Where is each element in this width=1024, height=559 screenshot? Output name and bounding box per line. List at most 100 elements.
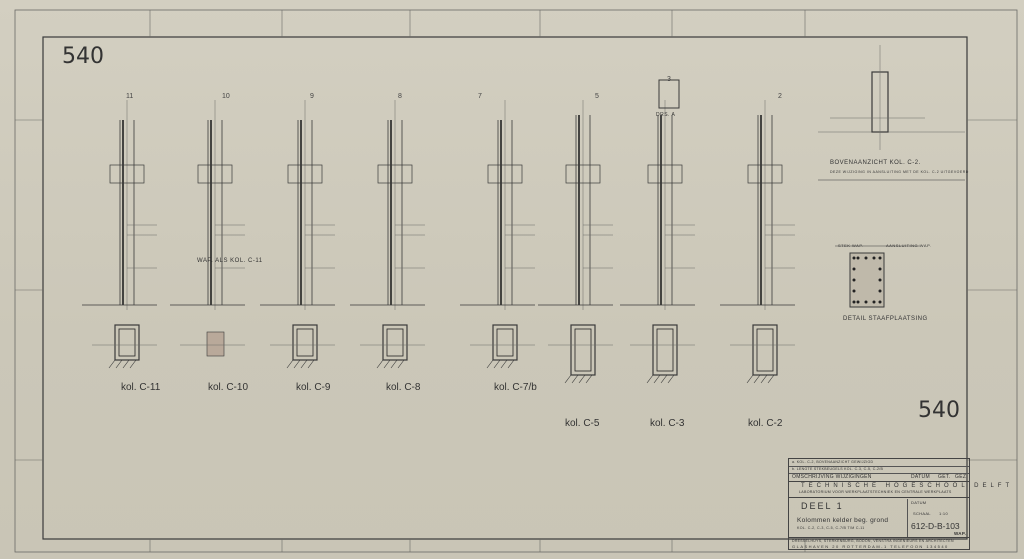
hatch xyxy=(585,374,593,384)
schaal-label: SCHAAL xyxy=(913,511,931,516)
hatch xyxy=(390,359,398,369)
col-gez: GEZ. xyxy=(955,474,968,480)
rebar-dot xyxy=(878,278,882,282)
hatch xyxy=(667,374,675,384)
hatch xyxy=(115,359,123,369)
column-c10-note: WAP. ALS KOL. C-11 xyxy=(197,258,263,264)
hatch xyxy=(376,359,384,369)
column-section xyxy=(206,331,225,357)
hatch xyxy=(397,359,405,369)
hatch xyxy=(746,374,754,384)
hatch xyxy=(646,374,654,384)
schaal-value: 1:10 xyxy=(939,511,948,516)
revision-header: OMSCHRIJVING WIJZIGINGEN xyxy=(792,474,872,480)
axis-label: 10 xyxy=(222,93,230,100)
drawing-suffix: WAP. xyxy=(954,531,967,536)
sheet-number-bottom: 540 xyxy=(918,398,960,423)
beam-section xyxy=(377,164,413,184)
title-block: a. KOL. C-2, BOVENAANZICHT GEWIJZIGD b. … xyxy=(788,458,1009,550)
detail-bars-left-label: STEK WAP. xyxy=(838,243,864,248)
top-view-subtitle: DEZE WIJZIGING IN AANSLUITING MET DE KOL… xyxy=(830,170,969,174)
part-title: DEEL 1 xyxy=(801,501,844,511)
stirrup xyxy=(496,328,514,357)
hatch xyxy=(767,374,775,384)
hatch xyxy=(129,359,137,369)
hatch xyxy=(578,374,586,384)
beam-section xyxy=(747,164,783,184)
rebar-dot xyxy=(864,300,868,304)
stirrup xyxy=(118,328,136,357)
rebar-dot xyxy=(872,256,876,260)
rebar-dot xyxy=(878,267,882,271)
column-label-c11: kol. C-11 xyxy=(121,382,161,393)
detail-a-label: DRS. A xyxy=(656,112,676,118)
rebar-dot xyxy=(864,256,868,260)
institution: TECHNISCHE HOGESCHOOL DELFT xyxy=(801,483,1014,489)
column-section xyxy=(292,324,318,361)
hatch xyxy=(753,374,761,384)
column-section xyxy=(752,324,778,376)
col-datum: DATUM xyxy=(911,474,930,480)
rebar-dot xyxy=(852,300,856,304)
rebar-dot xyxy=(878,300,882,304)
axis-label: 3 xyxy=(667,76,671,83)
column-section xyxy=(114,324,140,361)
axis-label: 5 xyxy=(595,93,599,100)
rebar-dot xyxy=(852,289,856,293)
beam-section xyxy=(109,164,145,184)
beam-section xyxy=(487,164,523,184)
axis-label: 2 xyxy=(778,93,782,100)
revision-b: b. LENGTE STEKBEUGELS KOL. C-3, C-5, C-2… xyxy=(792,467,884,471)
hatch xyxy=(760,374,768,384)
column-label-c7b: kol. C-7/b xyxy=(494,382,537,393)
axis-label: 11 xyxy=(126,93,134,100)
rebar-dot xyxy=(856,256,860,260)
stirrup xyxy=(386,328,404,357)
rebar-dot xyxy=(852,267,856,271)
column-label-c10: kol. C-10 xyxy=(208,382,249,393)
stirrup xyxy=(656,328,674,372)
top-view-title: BOVENAANZICHT KOL. C-2. xyxy=(830,160,921,166)
hatch xyxy=(122,359,130,369)
beam-section xyxy=(565,164,601,184)
rebar-dot xyxy=(856,300,860,304)
hatch xyxy=(486,359,494,369)
hatch xyxy=(660,374,668,384)
hatch xyxy=(571,374,579,384)
detail-bars-right-label: AANSLUITING WAP. xyxy=(886,243,932,248)
beam-section xyxy=(287,164,323,184)
hatch xyxy=(507,359,515,369)
hatch xyxy=(383,359,391,369)
hatch xyxy=(300,359,308,369)
column-label-c2: kol. C-2 xyxy=(748,418,783,429)
beam-section xyxy=(197,164,233,184)
column-section xyxy=(382,324,408,361)
hatch xyxy=(493,359,501,369)
rebar-dot xyxy=(878,256,882,260)
hatch xyxy=(564,374,572,384)
axis-label: 8 xyxy=(398,93,402,100)
rebar-dot xyxy=(872,300,876,304)
detail-bars-title: DETAIL STAAFPLAATSING xyxy=(843,316,928,322)
stirrup xyxy=(756,328,774,372)
drawing-number: 612-D-B-103 xyxy=(911,521,960,531)
column-section xyxy=(570,324,596,376)
hatch xyxy=(500,359,508,369)
revision-a: a. KOL. C-2, BOVENAANZICHT GEWIJZIGD xyxy=(792,460,874,464)
column-section xyxy=(492,324,518,361)
drawing-subject: Kolommen kelder beg. grond xyxy=(797,517,889,524)
firm-name: DRESSELHUYS, STERKENBURG, BODON, VENSTRA… xyxy=(792,539,954,543)
column-label-c9: kol. C-9 xyxy=(296,382,331,393)
axis-label: 7 xyxy=(478,93,482,100)
sheet-number: 540 xyxy=(62,44,104,69)
firm-address: GLASHAVEN 20 ROTTERDAM-1 TELEFOON 134540 xyxy=(792,544,949,549)
hatch xyxy=(293,359,301,369)
rebar-dot xyxy=(852,278,856,282)
stirrup xyxy=(296,328,314,357)
hatch xyxy=(653,374,661,384)
rebar-dot xyxy=(878,289,882,293)
stirrup xyxy=(574,328,592,372)
outer-border xyxy=(14,9,1018,553)
detail-a-section xyxy=(658,79,680,109)
